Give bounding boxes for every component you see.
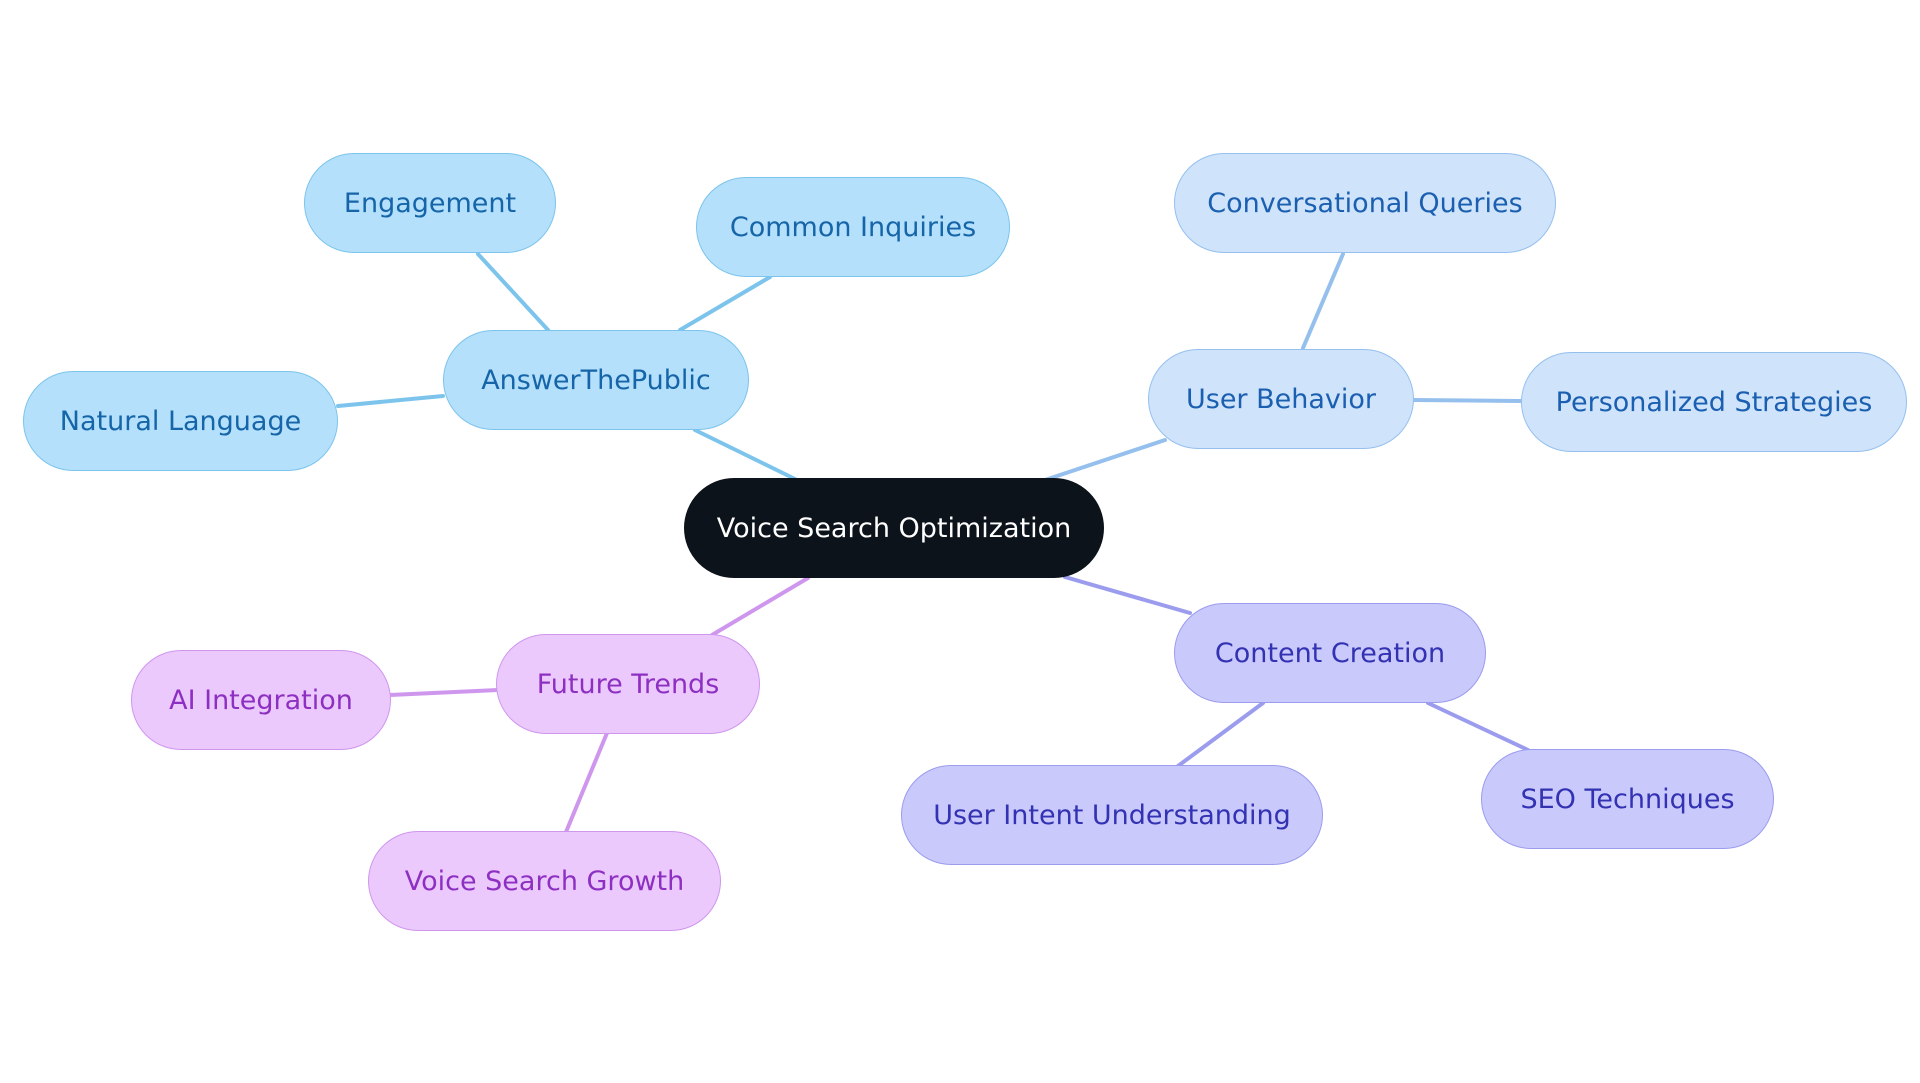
- node-content-creation[interactable]: Content Creation: [1174, 603, 1486, 703]
- node-conversational-queries[interactable]: Conversational Queries: [1174, 153, 1556, 253]
- edge-user-behavior-conversational-queries: [1301, 252, 1345, 350]
- node-common-inquiries[interactable]: Common Inquiries: [696, 177, 1010, 277]
- edge-future-trends-voice-search-growth: [564, 731, 609, 834]
- edge-future-trends-ai-integration: [388, 688, 500, 697]
- node-user-behavior[interactable]: User Behavior: [1148, 349, 1414, 449]
- edge-root-future-trends: [710, 576, 810, 637]
- node-voice-search-growth[interactable]: Voice Search Growth: [368, 831, 721, 931]
- edge-content-creation-user-intent: [1176, 701, 1265, 768]
- edge-root-answerthepublic: [693, 428, 797, 481]
- node-seo-techniques[interactable]: SEO Techniques: [1481, 749, 1774, 849]
- edge-root-user-behavior: [1043, 438, 1167, 482]
- edge-root-content-creation: [1063, 575, 1192, 615]
- edge-answerthepublic-natural-language: [336, 394, 445, 408]
- node-user-intent-understanding[interactable]: User Intent Understanding: [901, 765, 1323, 865]
- edge-answerthepublic-common-inquiries: [678, 275, 772, 332]
- node-answerthepublic[interactable]: AnswerThePublic: [443, 330, 749, 430]
- edge-answerthepublic-engagement: [476, 252, 550, 332]
- node-personalized-strategies[interactable]: Personalized Strategies: [1521, 352, 1907, 452]
- node-future-trends[interactable]: Future Trends: [496, 634, 760, 734]
- edge-user-behavior-personalized-strategies: [1412, 398, 1523, 403]
- edge-content-creation-seo: [1426, 701, 1530, 752]
- node-ai-integration[interactable]: AI Integration: [131, 650, 391, 750]
- node-voice-search-optimization[interactable]: Voice Search Optimization: [684, 478, 1104, 578]
- node-engagement[interactable]: Engagement: [304, 153, 556, 253]
- node-natural-language[interactable]: Natural Language: [23, 371, 338, 471]
